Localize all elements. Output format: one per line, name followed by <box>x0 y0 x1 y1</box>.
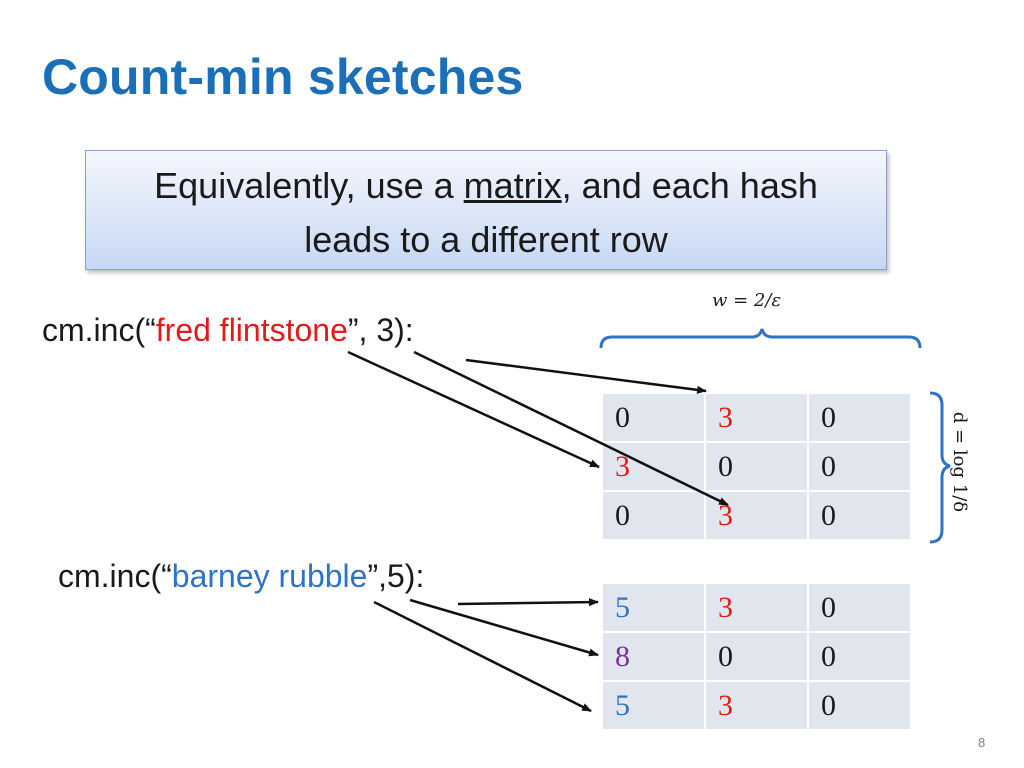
inc-fred-key: fred flintstone <box>155 312 348 348</box>
matrix-cell: 3 <box>704 582 809 633</box>
count-matrix-barney: 5 3 0 8 0 0 5 3 0 <box>601 582 912 731</box>
matrix-cell: 3 <box>601 441 706 492</box>
matrix-row: 5 3 0 <box>601 582 912 633</box>
matrix-row: 3 0 0 <box>601 441 912 492</box>
depth-brace <box>929 391 951 544</box>
inc-fred-prefix: cm.inc(“ <box>42 312 156 348</box>
callout-line-1: Equivalently, use a matrix, and each has… <box>86 159 886 213</box>
inc-call-barney: cm.inc(“barney rubble”,5): <box>58 558 424 595</box>
width-brace <box>599 328 922 349</box>
matrix-cell: 0 <box>601 392 706 443</box>
matrix-cell: 0 <box>807 680 912 731</box>
inc-barney-key: barney rubble <box>171 558 368 594</box>
matrix-cell: 0 <box>704 441 809 492</box>
matrix-cell: 3 <box>704 680 809 731</box>
matrix-row: 0 3 0 <box>601 490 912 541</box>
callout-matrix-word: matrix <box>463 165 562 206</box>
arrow-fred-row2 <box>347 350 600 469</box>
matrix-cell: 5 <box>601 680 706 731</box>
matrix-cell: 0 <box>601 490 706 541</box>
matrix-cell: 8 <box>601 631 706 682</box>
arrow-barney-row3 <box>373 600 592 713</box>
callout-box: Equivalently, use a matrix, and each has… <box>85 150 887 270</box>
matrix-cell: 0 <box>807 582 912 633</box>
inc-fred-suffix: ”, 3): <box>347 312 414 348</box>
callout-text-post: , and each hash <box>561 165 818 206</box>
inc-barney-prefix: cm.inc(“ <box>58 558 172 594</box>
arrow-fred-row3 <box>413 350 729 507</box>
inc-call-fred: cm.inc(“fred flintstone”, 3): <box>42 312 414 349</box>
arrow-barney-row2 <box>409 598 599 657</box>
callout-line-2: leads to a different row <box>304 219 668 260</box>
arrow-fred-row1 <box>465 358 707 394</box>
page-number: 8 <box>978 735 986 750</box>
matrix-cell: 0 <box>807 441 912 492</box>
matrix-cell: 0 <box>807 631 912 682</box>
slide-title: Count-min sketches <box>42 49 524 105</box>
matrix-cell: 3 <box>704 392 809 443</box>
count-matrix-fred: 0 3 0 3 0 0 0 3 0 <box>601 392 912 541</box>
arrow-barney-row1 <box>457 598 599 607</box>
matrix-row: 5 3 0 <box>601 680 912 731</box>
matrix-cell: 0 <box>807 392 912 443</box>
matrix-cell: 0 <box>704 631 809 682</box>
matrix-row: 0 3 0 <box>601 392 912 443</box>
width-label: w = 2/ε <box>712 290 782 311</box>
matrix-cell: 5 <box>601 582 706 633</box>
inc-barney-suffix: ”,5): <box>367 558 425 594</box>
matrix-cell: 0 <box>807 490 912 541</box>
matrix-row: 8 0 0 <box>601 631 912 682</box>
callout-text-pre: Equivalently, use a <box>154 165 464 206</box>
